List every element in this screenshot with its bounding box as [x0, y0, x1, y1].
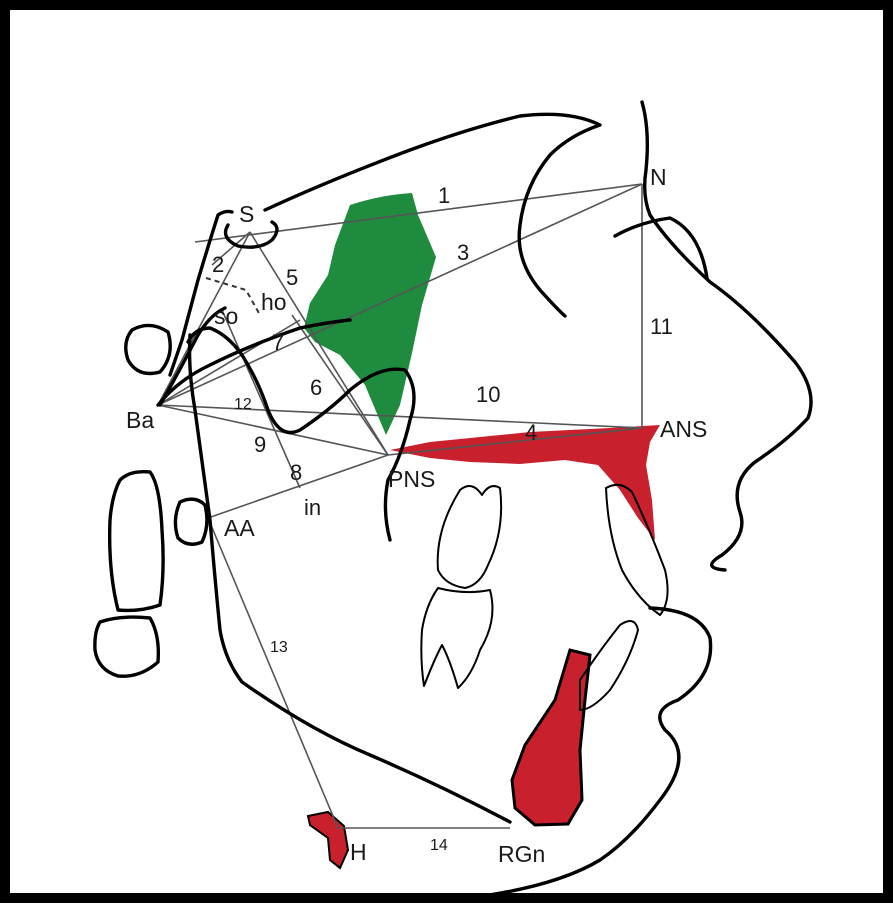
- measure-10: 10: [476, 382, 500, 407]
- hyoid-bone: [308, 812, 348, 868]
- mandibular-symphysis: [512, 650, 590, 825]
- label-PNS: PNS: [388, 466, 435, 492]
- measure-1: 1: [438, 183, 450, 208]
- measure-11: 11: [650, 314, 673, 339]
- measure-5: 5: [286, 265, 298, 290]
- measure-2: 2: [212, 252, 224, 277]
- label-AA: AA: [224, 515, 255, 541]
- measure-7: 7: [272, 330, 284, 355]
- measure-4: 4: [525, 420, 537, 445]
- measure-3: 3: [457, 240, 469, 265]
- label-RGn: RGn: [498, 841, 545, 867]
- measure-6: 6: [310, 375, 322, 400]
- label-N: N: [650, 164, 667, 190]
- label-H: H: [350, 839, 367, 865]
- label-so: so: [214, 303, 238, 329]
- label-ANS: ANS: [660, 416, 707, 442]
- measure-14: 14: [430, 837, 448, 854]
- measure-8: 8: [290, 460, 302, 485]
- label-Ba: Ba: [126, 407, 154, 433]
- measure-12: 12: [234, 396, 252, 413]
- cephalometric-tracing: S N Ba ANS PNS AA H RGn so ho in 1 2 3 4…: [10, 10, 893, 913]
- measure-13: 13: [270, 639, 288, 656]
- measure-9: 9: [254, 432, 266, 457]
- nasopharyngeal-soft-tissue: [304, 193, 436, 435]
- label-S: S: [239, 201, 254, 227]
- teeth: [421, 485, 667, 710]
- label-in: in: [304, 495, 321, 520]
- label-ho: ho: [261, 289, 287, 315]
